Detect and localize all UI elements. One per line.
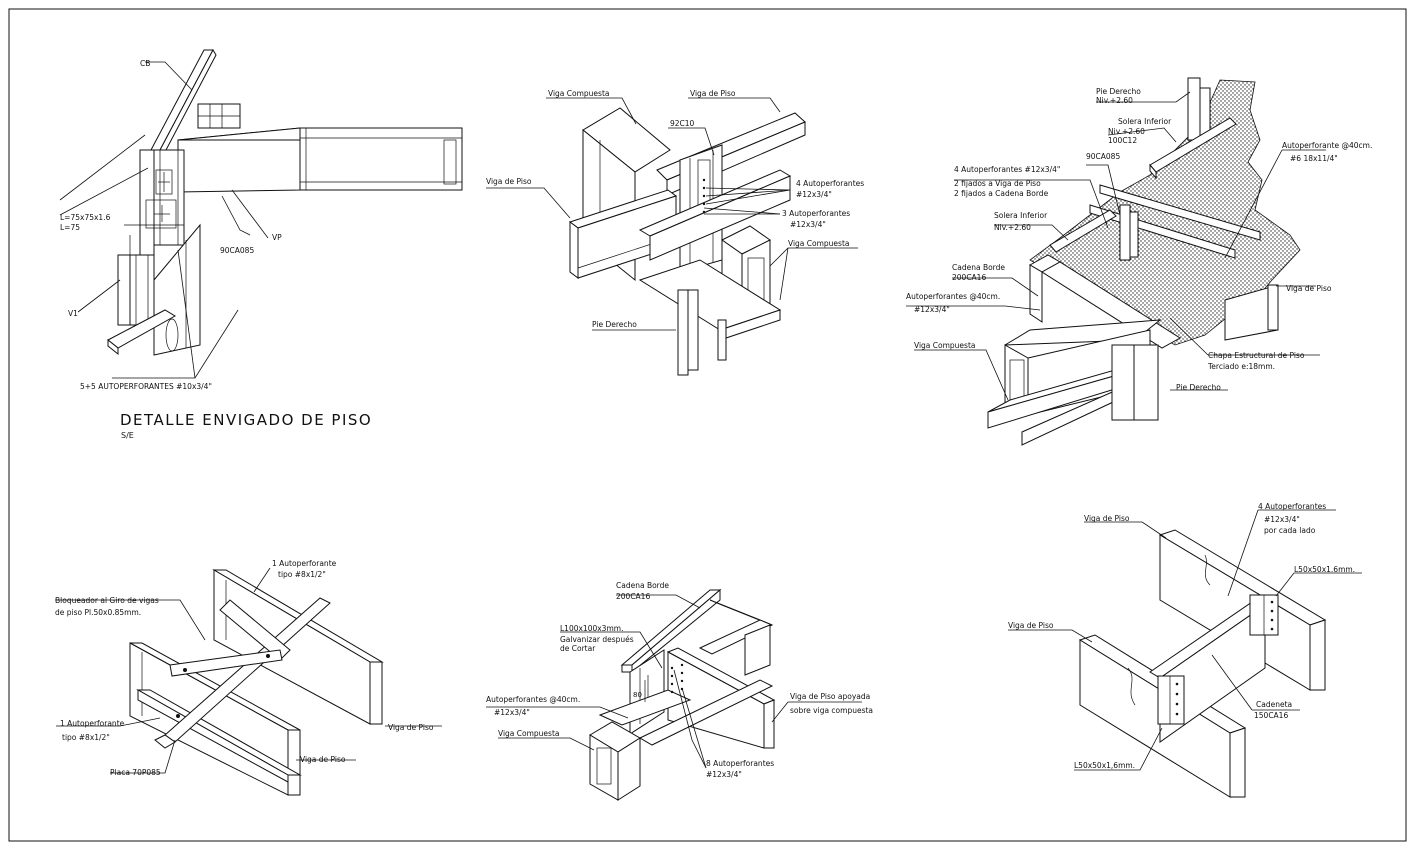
detail4-auto1-a: 1 Autoperforante bbox=[272, 559, 337, 568]
detail5-angle-c: de Cortar bbox=[560, 644, 596, 653]
detail2-screws bbox=[702, 178, 706, 214]
detail4-auto2-b: tipo #8x1/2" bbox=[62, 733, 110, 742]
detail3-auto-b-a: Autoperforantes @40cm. bbox=[906, 292, 1000, 301]
detail6-screws4-c: por cada lado bbox=[1264, 526, 1316, 535]
detail5-auto-a: Autoperforantes @40cm. bbox=[486, 695, 580, 704]
detail1-v1-label: V1 bbox=[68, 309, 78, 318]
detail2-screws3-b: #12x3/4" bbox=[790, 220, 826, 229]
detail6-angle-top: L50x50x1.6mm. bbox=[1294, 565, 1355, 574]
detail6-screws4-b: #12x3/4" bbox=[1264, 515, 1300, 524]
detail4-viga-piso-r1: Viga de Piso bbox=[388, 723, 434, 732]
detail3-pie-derecho-a: Pie Derecho bbox=[1096, 87, 1141, 96]
detail4-auto2-a: 1 Autoperforante bbox=[60, 719, 125, 728]
detail2-viga-compuesta-top: Viga Compuesta bbox=[548, 89, 610, 98]
detail3-part: 90CA085 bbox=[1086, 152, 1120, 161]
detail3-solera-sup-c: 100C12 bbox=[1108, 136, 1137, 145]
detail3-viga-compuesta: Viga Compuesta bbox=[914, 341, 976, 350]
detail5-screws8-a: 8 Autoperforantes bbox=[706, 759, 774, 768]
detail3-auto40-a: Autoperforante @40cm. bbox=[1282, 141, 1372, 150]
detail5-screws bbox=[670, 663, 684, 694]
detail3-auto40-b: #6 18x11/4" bbox=[1290, 154, 1338, 163]
detail5-angle-a: L100x100x3mm. bbox=[560, 624, 623, 633]
detail2-screws3-a: 3 Autoperforantes bbox=[782, 209, 850, 218]
detail1-vp-label: VP bbox=[272, 233, 282, 242]
detail3-pie-derecho-low: Pie Derecho bbox=[1176, 383, 1221, 392]
detail5-cadena-a: Cadena Borde bbox=[616, 581, 669, 590]
detail5-dim: 80 bbox=[633, 691, 642, 699]
detail2-viga-compuesta-right: Viga Compuesta bbox=[788, 239, 850, 248]
detail3-chapa-a: Chapa Estructural de Piso bbox=[1208, 351, 1305, 360]
detail1-angle-label: L=75x75x1.6 bbox=[60, 213, 111, 222]
detail2-part: 92C10 bbox=[670, 119, 695, 128]
detail6-angle-bottom: L50x50x1,6mm. bbox=[1074, 761, 1135, 770]
detail5-viga-apoyada-a: Viga de Piso apoyada bbox=[790, 692, 870, 701]
drawing-scale: S/E bbox=[121, 431, 134, 440]
detail3-screws4-b: 2 fijados a Viga de Piso bbox=[954, 179, 1041, 188]
detail6-cadeneta-a: Cadeneta bbox=[1256, 700, 1292, 709]
detail4-auto1-b: tipo #8x1/2" bbox=[278, 570, 326, 579]
detail6-screws4-a: 4 Autoperforantes bbox=[1258, 502, 1326, 511]
detail5-auto-b: #12x3/4" bbox=[494, 708, 530, 717]
detail3-solera-sup-a: Solera Inferior bbox=[1118, 117, 1172, 126]
detail4-placa: Placa 70P085 bbox=[110, 768, 161, 777]
detail1-screws-label: 5+5 AUTOPERFORANTES #10x3/4" bbox=[80, 382, 212, 391]
detail2-viga-piso-left: Viga de Piso bbox=[486, 177, 532, 186]
detail6-viga-piso-top: Viga de Piso bbox=[1084, 514, 1130, 523]
detail1-part-label: 90CA085 bbox=[220, 246, 254, 255]
detail3-screws4-a: 4 Autoperforantes #12x3/4" bbox=[954, 165, 1060, 174]
detail3-solera-inf-b: Niv.+2.60 bbox=[994, 223, 1031, 232]
detail6-cadeneta-b: 150CA16 bbox=[1254, 711, 1288, 720]
detail5-viga-apoyada-b: sobre viga compuesta bbox=[790, 706, 873, 715]
drawing-title: DETALLE ENVIGADO DE PISO bbox=[120, 411, 372, 429]
detail4-bloq-a: Bloqueador al Giro de vigas bbox=[55, 596, 159, 605]
detail-4-joist-blocking: 1 Autoperforante tipo #8x1/2" Bloqueador… bbox=[55, 559, 442, 796]
detail5-cadena-b: 200CA16 bbox=[616, 592, 650, 601]
detail3-solera-inf-a: Solera Inferior bbox=[994, 211, 1048, 220]
detail2-screws4-b: #12x3/4" bbox=[796, 190, 832, 199]
detail3-solera-sup-b: Niv.+2.60 bbox=[1108, 127, 1145, 136]
detail3-chapa-b: Terciado e:18mm. bbox=[1207, 362, 1275, 371]
detail4-bloq-b: de piso Pl.50x0.85mm. bbox=[55, 608, 141, 617]
detail2-screws4-a: 4 Autoperforantes bbox=[796, 179, 864, 188]
detail3-screws4-c: 2 fijados a Cadena Borde bbox=[954, 189, 1049, 198]
detail1-cb-label: CB bbox=[140, 59, 150, 68]
detail3-pie-derecho-b: Niv.+2.60 bbox=[1096, 96, 1133, 105]
detail2-viga-piso-top: Viga de Piso bbox=[690, 89, 736, 98]
detail5-viga-compuesta: Viga Compuesta bbox=[498, 729, 560, 738]
detail6-screws bbox=[1175, 600, 1274, 716]
detail6-viga-piso-left: Viga de Piso bbox=[1008, 621, 1054, 630]
detail2-pie-derecho: Pie Derecho bbox=[592, 320, 637, 329]
detail4-viga-piso-r2: Viga de Piso bbox=[300, 755, 346, 764]
detail-1-joist-connection: CB L=75x75x1.6 L=75 VP 90CA085 V1 5+5 AU… bbox=[59, 48, 463, 440]
detail3-viga-piso: Viga de Piso bbox=[1286, 284, 1332, 293]
detail-3-floor-sheathing: Pie Derecho Niv.+2.60 Solera Inferior Ni… bbox=[906, 77, 1372, 446]
detail1-angle-length-label: L=75 bbox=[60, 223, 80, 232]
sheet-border bbox=[8, 8, 1407, 842]
detail3-auto-b-b: #12x3/4" bbox=[914, 305, 950, 314]
detail-5-edge-beam: Cadena Borde 200CA16 L100x100x3mm. Galva… bbox=[486, 581, 873, 801]
detail5-screws8-b: #12x3/4" bbox=[706, 770, 742, 779]
detail-2-floor-beam-on-composite: Viga Compuesta Viga de Piso 92C10 Viga d… bbox=[486, 89, 864, 376]
detail3-cadena-b: 200CA16 bbox=[952, 273, 986, 282]
detail3-cadena-a: Cadena Borde bbox=[952, 263, 1005, 272]
detail-6-blocking-between-joists: Viga de Piso 4 Autoperforantes #12x3/4" … bbox=[1008, 502, 1362, 798]
detail5-angle-b: Galvanizar después bbox=[560, 635, 634, 644]
